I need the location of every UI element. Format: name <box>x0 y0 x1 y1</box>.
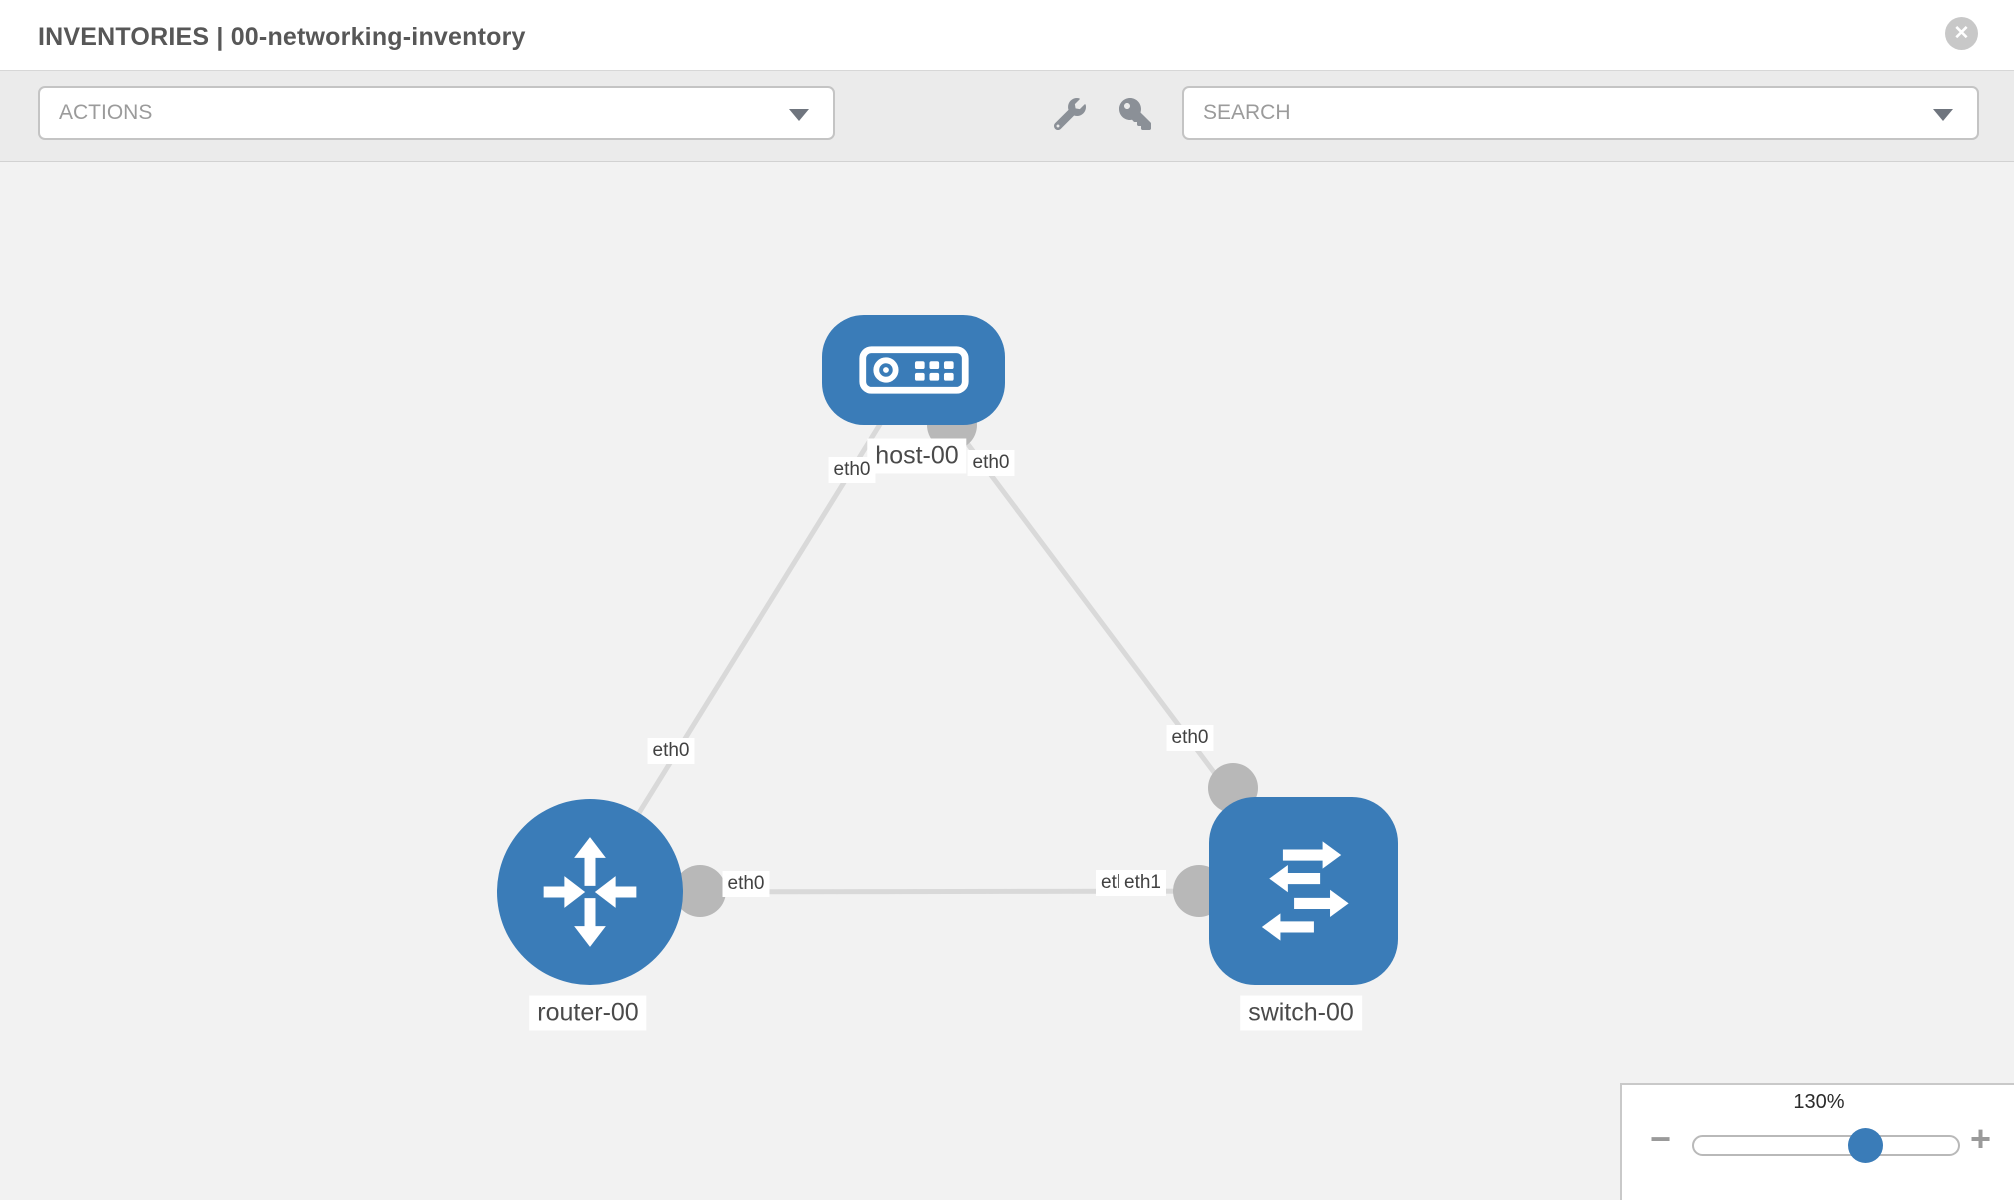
interface-label-host-eth0-right: eth0 <box>967 450 1015 476</box>
interface-label-router-eth0-top: eth0 <box>647 738 695 764</box>
interface-label-switch-eth0-top: eth0 <box>1166 725 1214 751</box>
close-icon: ✕ <box>1953 23 1970 44</box>
zoom-in-button[interactable]: + <box>1970 1121 1991 1157</box>
interface-dot-router-eth0[interactable] <box>674 865 726 917</box>
interface-label-host-eth0-left: eth0 <box>828 457 876 483</box>
search-dropdown-label: SEARCH <box>1203 101 1291 124</box>
chevron-down-icon <box>789 109 809 121</box>
chevron-down-icon <box>1933 109 1953 121</box>
node-switch-00[interactable] <box>1209 797 1398 985</box>
actions-dropdown-label: ACTIONS <box>59 101 153 124</box>
page-title: INVENTORIES | 00-networking-inventory <box>38 23 526 51</box>
toolbar: ACTIONS SEARCH <box>0 71 2014 162</box>
interface-label-router-eth0-right: eth0 <box>722 871 770 897</box>
interface-label-switch-eth1: eth1 <box>1119 870 1166 896</box>
topology-canvas[interactable]: host-00 router-00 switch-00 eth0 eth0 et… <box>0 162 2014 1200</box>
wrench-icon[interactable] <box>1053 98 1086 131</box>
zoom-slider-track[interactable] <box>1692 1128 1960 1163</box>
search-dropdown[interactable]: SEARCH <box>1182 86 1979 140</box>
node-label-switch-00: switch-00 <box>1240 995 1362 1031</box>
plus-icon: + <box>1970 1118 1992 1159</box>
zoom-panel: 130% − + <box>1620 1083 2014 1200</box>
zoom-out-button[interactable]: − <box>1650 1121 1671 1157</box>
minus-icon: − <box>1650 1118 1672 1159</box>
zoom-slider-thumb[interactable] <box>1848 1128 1883 1163</box>
topology-edges-layer <box>587 369 1305 917</box>
node-label-router-00: router-00 <box>529 995 647 1031</box>
zoom-level-value: 130% <box>1793 1091 1845 1113</box>
switch-icon <box>1261 841 1349 941</box>
close-button[interactable]: ✕ <box>1945 17 1978 50</box>
actions-dropdown[interactable]: ACTIONS <box>38 86 835 140</box>
host-icon <box>858 346 969 394</box>
router-icon <box>543 837 637 947</box>
node-label-host-00: host-00 <box>867 438 967 474</box>
node-router-00[interactable] <box>497 799 683 985</box>
header: INVENTORIES | 00-networking-inventory ✕ <box>0 0 2014 71</box>
key-icon[interactable] <box>1119 98 1151 130</box>
node-host-00[interactable] <box>822 315 1005 425</box>
